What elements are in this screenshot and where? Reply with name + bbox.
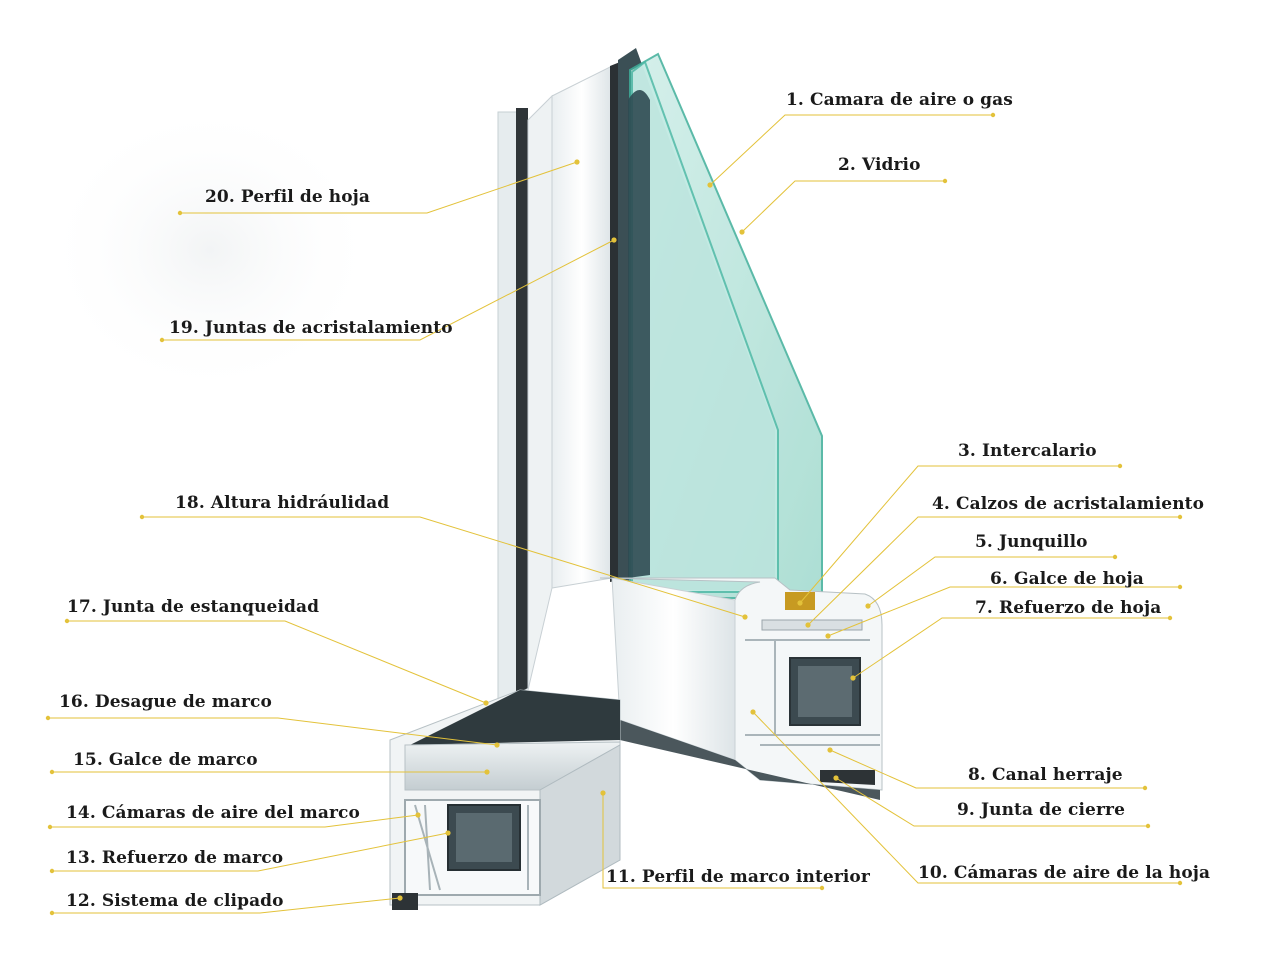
label-camaras-marco: 14. Cámaras de aire del marco — [66, 803, 360, 823]
leader-l13 — [52, 832, 449, 872]
leader-dot-l5-start — [1112, 554, 1118, 560]
leader-dot-l11-end — [600, 790, 606, 796]
leader-lines — [48, 114, 1180, 914]
leader-l19 — [162, 239, 615, 341]
label-junta-estanqueidad: 17. Junta de estanqueidad — [67, 597, 320, 617]
frame-gasket-ledge — [410, 690, 620, 745]
leader-l16 — [48, 717, 498, 746]
leader-dot-l2-end — [739, 229, 745, 235]
leader-dot-l7-end — [850, 675, 856, 681]
leader-dot-l8-end — [827, 747, 833, 753]
leader-dot-l12-end — [397, 895, 403, 901]
leader-l8 — [829, 749, 1145, 789]
label-camaras-hoja: 10. Cámaras de aire de la hoja — [918, 863, 1211, 883]
frame-chamber-walls — [414, 804, 529, 891]
leader-dot-l11-start — [819, 885, 825, 891]
leader-dot-l6-end — [825, 633, 831, 639]
leader-dot-l17-start — [64, 618, 70, 624]
leader-dot-l5-end — [865, 603, 871, 609]
label-altura-hidraulidad: 18. Altura hidráulidad — [175, 493, 390, 513]
label-perfil-marco-interior: 11. Perfil de marco interior — [606, 867, 870, 887]
leader-dot-l20-end — [574, 159, 580, 165]
leader-dot-l10-end — [750, 709, 756, 715]
label-sistema-clipado: 12. Sistema de clipado — [66, 891, 284, 911]
label-junta-cierre: 9. Junta de cierre — [957, 800, 1125, 820]
sash-chamber-walls — [745, 639, 880, 746]
label-refuerzo-marco: 13. Refuerzo de marco — [66, 848, 284, 868]
leader-dot-l10-start — [1177, 880, 1183, 886]
leader-l10 — [752, 711, 1180, 884]
leader-l7 — [852, 617, 1170, 679]
label-calzos: 4. Calzos de acristalamiento — [932, 494, 1205, 514]
leader-l5 — [867, 556, 1115, 607]
leader-dot-l16-end — [494, 742, 500, 748]
background-haze — [40, 100, 380, 400]
leader-dot-l4-end — [805, 622, 811, 628]
leader-dot-l14-start — [47, 824, 53, 830]
label-intercalario: 3. Intercalario — [958, 441, 1097, 461]
leader-l20 — [180, 161, 578, 214]
sash-bottom-profile — [599, 577, 883, 791]
sash-bottom-shadow — [620, 720, 880, 800]
leader-dot-l17-end — [483, 700, 489, 706]
leader-dots — [45, 112, 1183, 916]
frame-reinforcement-inner — [456, 813, 512, 862]
leader-dot-l19-end — [611, 237, 617, 243]
leader-dot-l20-start — [177, 210, 183, 216]
leader-dot-l6-start — [1177, 584, 1183, 590]
leader-dot-l14-end — [415, 812, 421, 818]
leader-dot-l18-end — [742, 614, 748, 620]
leader-l2 — [741, 180, 945, 233]
leader-dot-l4-start — [1177, 514, 1183, 520]
leader-dot-l2-start — [942, 178, 948, 184]
leader-dot-l3-end — [797, 600, 803, 606]
leader-l6 — [827, 586, 1180, 637]
label-junquillo: 5. Junquillo — [975, 532, 1088, 552]
closing-gasket — [820, 770, 875, 785]
leader-dot-l9-end — [833, 775, 839, 781]
label-galce-hoja: 6. Galce de hoja — [990, 569, 1144, 589]
leader-l4 — [807, 516, 1180, 626]
label-canal-herraje: 8. Canal herraje — [968, 765, 1123, 785]
leader-l9 — [835, 777, 1148, 827]
frame-dark-gasket-vertical — [516, 108, 528, 694]
leader-dot-l18-start — [139, 514, 145, 520]
leader-dot-l9-start — [1145, 823, 1151, 829]
leader-dot-l3-start — [1117, 463, 1123, 469]
leader-l14 — [50, 814, 419, 828]
leader-dot-l12-start — [49, 910, 55, 916]
sash-profile-face — [551, 65, 613, 589]
leader-dot-l19-start — [159, 337, 165, 343]
air-chamber-shadow — [628, 90, 650, 578]
sash-side-face — [527, 94, 553, 691]
leader-dot-l1-end — [707, 182, 713, 188]
leader-l12 — [52, 897, 401, 914]
label-vidrio: 2. Vidrio — [838, 155, 921, 175]
glazing-gasket-vertical — [610, 62, 620, 582]
leader-dot-l7-start — [1167, 615, 1173, 621]
leader-dot-l8-start — [1142, 785, 1148, 791]
leader-dot-l1-start — [990, 112, 996, 118]
label-camara-aire: 1. Camara de aire o gas — [786, 90, 1013, 110]
leader-dot-l16-start — [45, 715, 51, 721]
leader-dot-l15-end — [484, 769, 490, 775]
label-refuerzo-hoja: 7. Refuerzo de hoja — [975, 598, 1162, 618]
leader-dot-l15-start — [49, 769, 55, 775]
label-perfil-hoja: 20. Perfil de hoja — [205, 187, 371, 207]
clip-system — [392, 893, 418, 910]
label-juntas-acristalamiento: 19. Juntas de acristalamiento — [169, 318, 453, 338]
sash-reinforcement-inner — [798, 666, 852, 717]
leader-l11 — [602, 793, 822, 889]
label-galce-marco: 15. Galce de marco — [73, 750, 258, 770]
label-desague-marco: 16. Desague de marco — [59, 692, 272, 712]
glazing-blocks — [761, 619, 863, 631]
leader-l1 — [709, 114, 993, 186]
leader-l3 — [799, 465, 1120, 604]
leader-l17 — [67, 620, 487, 704]
leader-dot-l13-end — [445, 830, 451, 836]
leader-dot-l13-start — [49, 868, 55, 874]
leader-l18 — [142, 516, 746, 618]
